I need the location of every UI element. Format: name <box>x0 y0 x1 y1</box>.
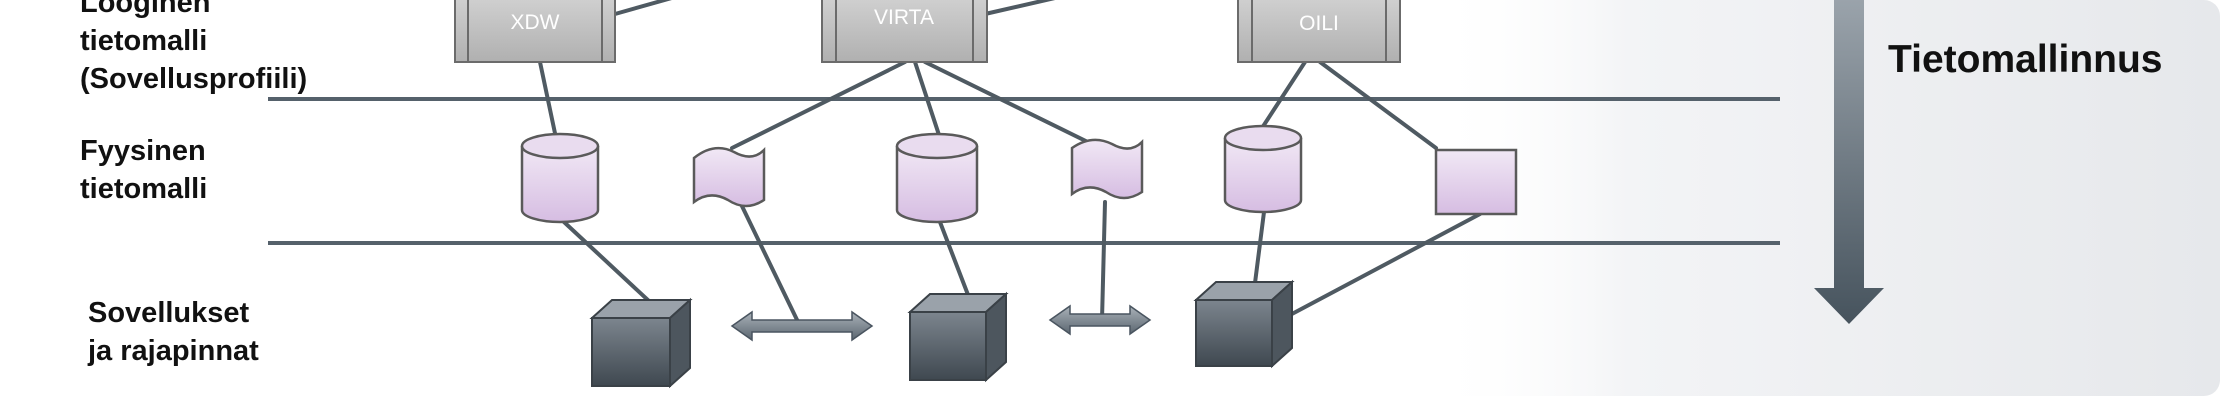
database-cylinder-1 <box>520 132 600 224</box>
process-arrow-down <box>1814 0 1884 324</box>
system-box-oili: OILI <box>1237 0 1401 63</box>
layer-label-logical-line2: tietomalli <box>80 25 208 57</box>
system-label-xdw: XDW <box>511 11 560 34</box>
connector-square-app3 <box>1288 212 1482 317</box>
layer-label-applications-line1: Sovellukset <box>88 297 250 329</box>
connector-xdw-db1 <box>538 60 558 140</box>
document-shape-2 <box>1070 138 1144 200</box>
application-cube-3 <box>1193 279 1295 369</box>
connector-doc1-arrow1 <box>738 200 802 328</box>
database-cylinder-3 <box>1223 124 1303 214</box>
database-cylinder-2 <box>895 132 979 224</box>
connector-virta-doc2 <box>923 60 1102 150</box>
application-cube-2 <box>907 291 1009 383</box>
connector-db2-app2 <box>938 220 972 302</box>
system-box-xdw: XDW <box>454 0 616 63</box>
layer-label-logical-line1: Looginen <box>80 0 211 19</box>
connector-xdw-up <box>613 0 672 16</box>
connector-virta-doc1 <box>730 60 907 150</box>
connector-db1-app1 <box>562 220 652 304</box>
connector-virta-db2 <box>913 60 942 140</box>
connector-doc2-arrow2 <box>1100 200 1107 322</box>
layer-label-logical-line3: (Sovellusprofiili) <box>80 63 308 95</box>
connector-virta-up <box>983 0 1056 16</box>
interface-double-arrow-2 <box>1048 304 1152 336</box>
layer-label-logical: Looginen tietomalli (Sovellusprofiili) <box>80 0 307 98</box>
connector-oili-square <box>1318 60 1438 150</box>
system-box-virta: VIRTA <box>821 0 988 63</box>
process-label: Tietomallinnus <box>1888 38 2163 81</box>
application-cube-1 <box>589 297 693 389</box>
storage-square <box>1434 148 1518 216</box>
layer-label-physical-line2: tietomalli <box>80 173 208 205</box>
layer-label-physical-line1: Fyysinen <box>80 135 206 167</box>
connector-oili-db3 <box>1260 60 1307 130</box>
system-label-oili: OILI <box>1299 12 1339 35</box>
document-shape-1 <box>692 146 766 208</box>
layer-label-physical: Fyysinen tietomalli <box>80 132 207 208</box>
system-label-virta: VIRTA <box>874 6 934 29</box>
layer-label-applications-line2: ja rajapinnat <box>88 335 259 367</box>
interface-double-arrow-1 <box>730 310 874 342</box>
connector-db3-app3 <box>1253 210 1266 285</box>
layer-label-applications: Sovellukset ja rajapinnat <box>88 294 259 370</box>
